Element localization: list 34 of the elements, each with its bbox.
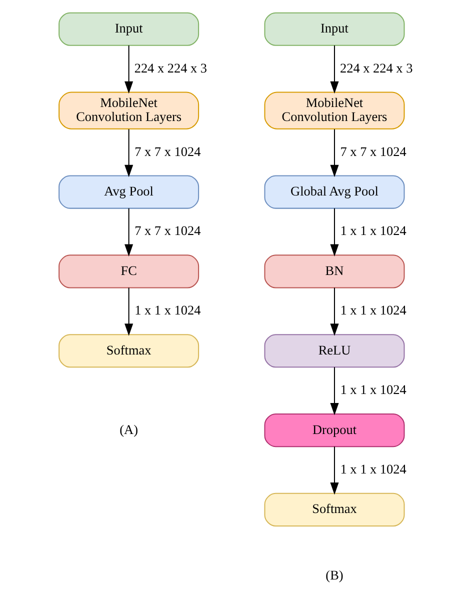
label: (A) [120, 422, 138, 437]
node-box: Global Avg Pool [264, 175, 405, 209]
node-box: MobileNet Convolution Layers [264, 92, 405, 130]
edge-label: 224 x 224 x 3 [340, 60, 413, 76]
arrow [330, 45, 339, 94]
node-box: Dropout [264, 413, 405, 448]
arrow [330, 129, 339, 178]
label: (B) [326, 567, 344, 582]
node-box: Input [58, 12, 200, 46]
arrow [124, 129, 134, 178]
node-box: Softmax [58, 334, 200, 368]
node-box: MobileNet Convolution Layers [58, 92, 200, 130]
edge-label: 224 x 224 x 3 [134, 60, 208, 76]
arrow [330, 288, 339, 336]
edge-label: 7 x 7 x 1024 [134, 144, 201, 159]
arrow [124, 288, 134, 336]
node-box: Softmax [264, 492, 405, 526]
node-box: ReLU [264, 334, 405, 368]
arrow [330, 208, 339, 256]
node-box: Input [264, 12, 405, 46]
edge-label: 7 x 7 x 1024 [134, 223, 201, 238]
edge-label: 1 x 1 x 1024 [340, 461, 406, 476]
arrow [330, 446, 339, 495]
edge-label: 1 x 1 x 1024 [134, 302, 201, 318]
edge-label: 1 x 1 x 1024 [340, 382, 406, 398]
edge-label: 7 x 7 x 1024 [340, 144, 406, 159]
node-box: Avg Pool [58, 175, 200, 209]
node-box: FC [58, 254, 200, 288]
edge-label: 1 x 1 x 1024 [340, 223, 406, 238]
arrow [330, 367, 339, 416]
node-box: BN [264, 254, 405, 288]
arrow [124, 208, 134, 256]
arrow [124, 45, 134, 94]
edge-label: 1 x 1 x 1024 [340, 302, 406, 318]
